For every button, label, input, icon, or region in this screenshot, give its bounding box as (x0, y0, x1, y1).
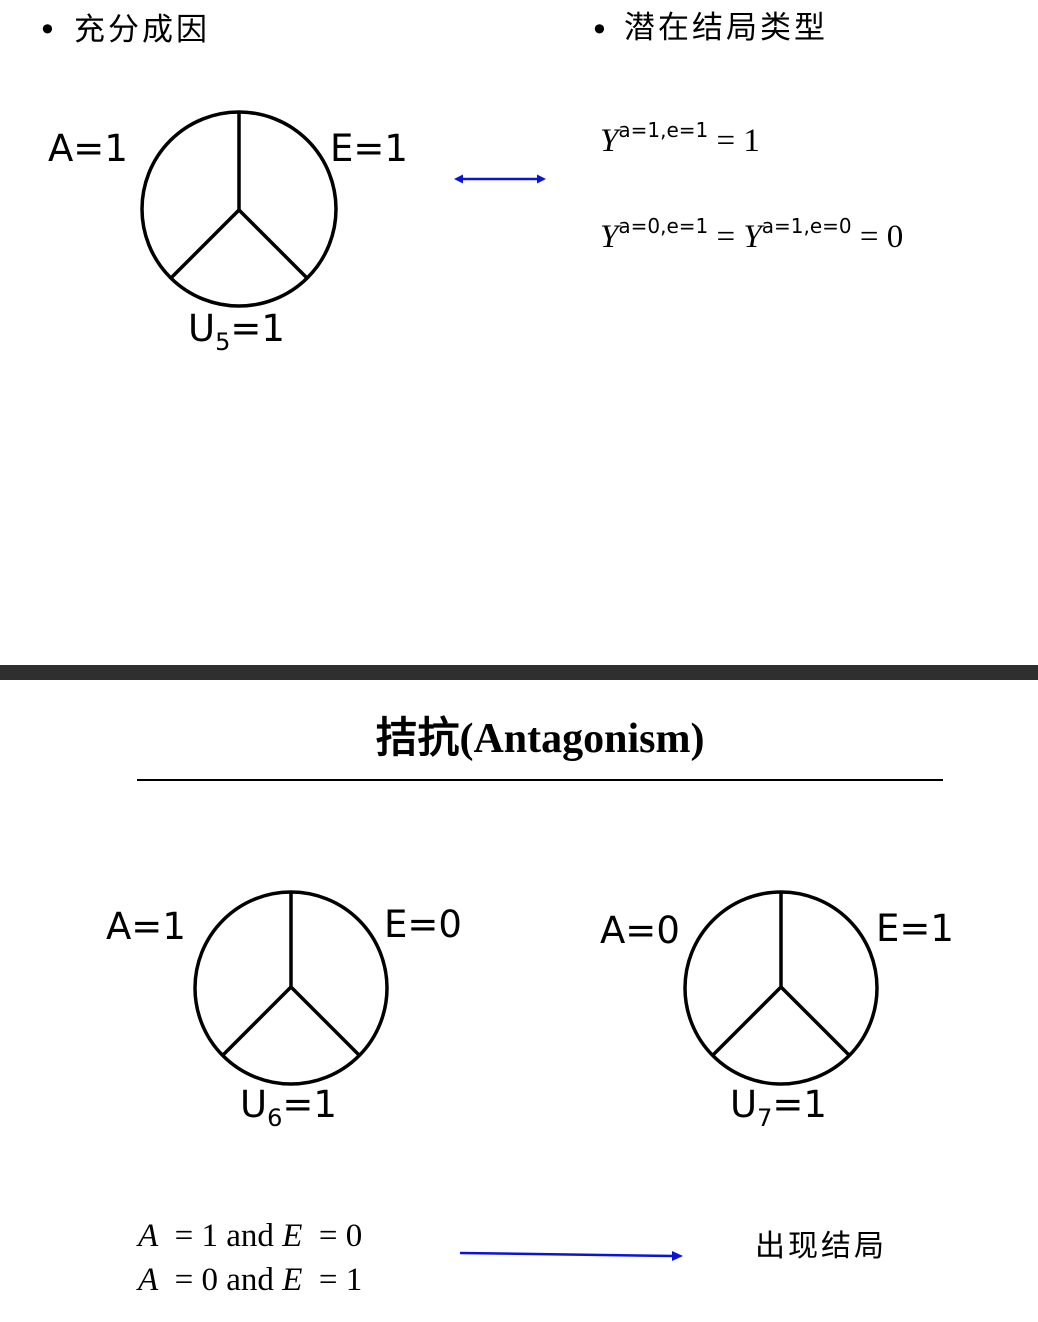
result-arrow (459, 1251, 683, 1261)
outcome-occurs-label: 出现结局 (755, 1229, 887, 1264)
pie-right-label-a: A=0 (600, 909, 680, 952)
double-arrow (454, 174, 546, 184)
condition-line-2: A = 0 and E = 1 (138, 1262, 363, 1298)
pie-left-label-u: U6=1 (240, 1083, 337, 1132)
condition-line-1: A = 1 and E = 0 (138, 1218, 363, 1254)
potential-outcome-line-2: Ya=0,e=1 = Ya=1,e=0 = 0 (600, 214, 904, 255)
pie-label-u: U5=1 (188, 307, 285, 356)
heading-sufficient-cause: 充分成因 (74, 12, 210, 48)
pie-right-label-e: E=1 (876, 907, 954, 950)
slide-title: 拮抗(Antagonism) (375, 716, 705, 762)
pie-left-label-a: A=1 (106, 905, 186, 948)
pie-label-a: A=1 (48, 127, 128, 170)
heading-potential-outcome-types: 潜在结局类型 (624, 10, 828, 46)
pie-label-e: E=1 (330, 127, 408, 170)
sufficient-cause-pie-right (683, 890, 879, 1086)
title-underline (137, 779, 943, 781)
pie-left-label-e: E=0 (384, 903, 462, 946)
bullet-marker: • (590, 11, 609, 49)
potential-outcome-line-1: Ya=1,e=1 = 1 (600, 118, 760, 159)
sufficient-cause-pie-left (193, 890, 389, 1086)
bullet-marker: • (38, 11, 57, 49)
sufficient-cause-pie-top (140, 110, 338, 308)
section-divider (0, 665, 1038, 680)
pie-right-label-u: U7=1 (730, 1083, 827, 1132)
